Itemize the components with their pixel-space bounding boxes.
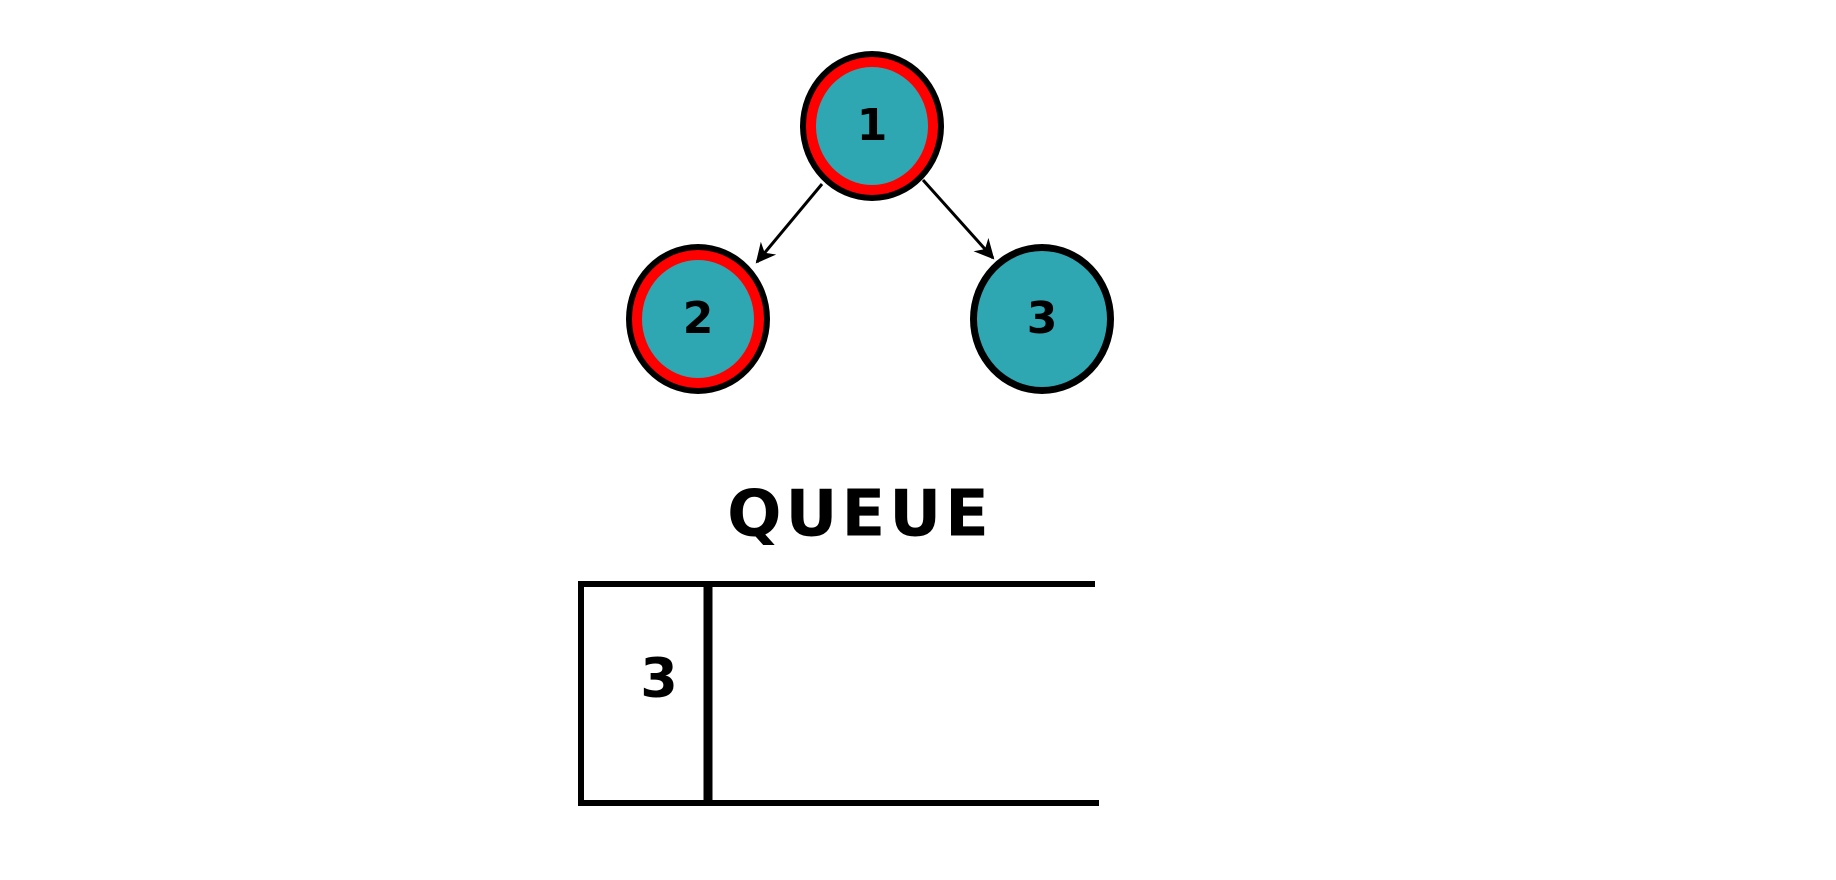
node-body [816, 67, 928, 185]
queue-container [578, 581, 1099, 806]
node-label: 2 [683, 293, 714, 344]
node-body [977, 251, 1107, 387]
tree-node-3: 3 [970, 244, 1114, 394]
tree-node-1: 1 [800, 51, 944, 201]
node-body [642, 260, 754, 378]
queue-cell-value: 3 [640, 647, 678, 710]
node-label: 3 [1027, 293, 1058, 344]
edge-1-to-2 [755, 183, 824, 264]
edge-1-to-3 [921, 178, 995, 260]
queue-title: QUEUE [727, 478, 993, 552]
tree-node-2: 2 [626, 244, 770, 394]
node-label: 1 [857, 100, 888, 151]
queue-cell: 3 [640, 584, 713, 803]
